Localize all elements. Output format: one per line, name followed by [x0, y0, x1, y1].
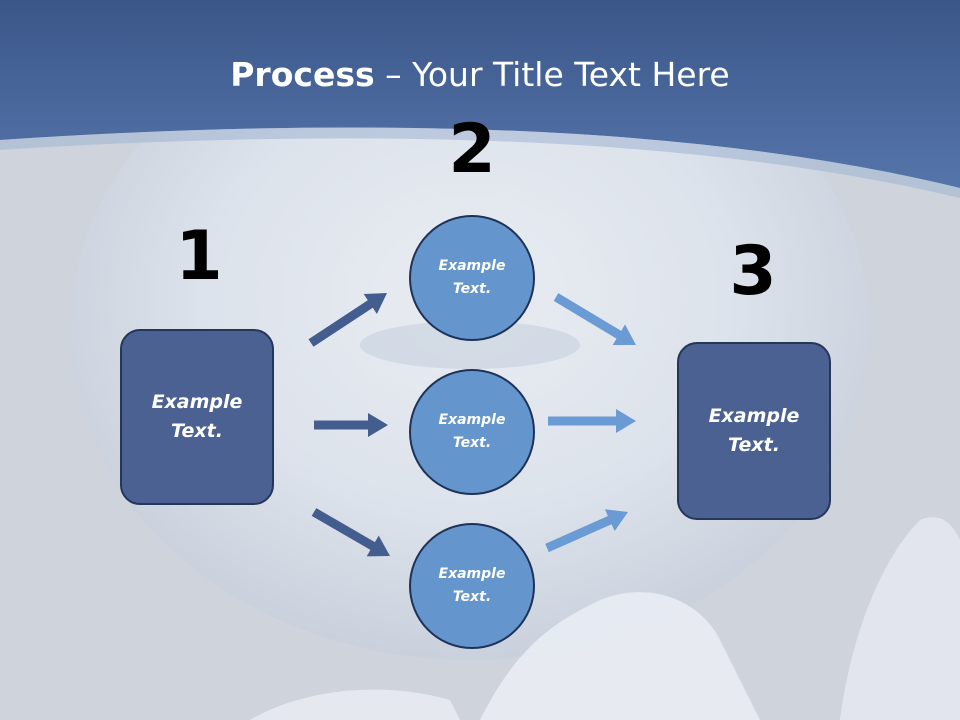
circle-top-label: Example Text. — [438, 258, 506, 297]
header-band — [0, 0, 960, 188]
flower-shape — [480, 592, 760, 720]
circle-bottom: Example Text. — [409, 523, 535, 649]
circle-middle-label: Example Text. — [438, 412, 506, 451]
step-number-3: 3 — [729, 232, 777, 311]
circle-bottom-label: Example Text. — [438, 566, 506, 605]
circle-top: Example Text. — [409, 215, 535, 341]
right-process-box: Example Text. — [677, 342, 831, 520]
step-number-2: 2 — [448, 110, 496, 189]
right-box-label: Example Text. — [708, 405, 800, 456]
title-rest: – Your Title Text Here — [374, 55, 730, 94]
step-number-1: 1 — [175, 217, 223, 296]
circle-middle: Example Text. — [409, 369, 535, 495]
title-bold: Process — [230, 55, 375, 94]
slide-title: Process – Your Title Text Here — [0, 52, 960, 98]
left-box-label: Example Text. — [151, 391, 243, 442]
left-process-box: Example Text. — [120, 329, 274, 505]
